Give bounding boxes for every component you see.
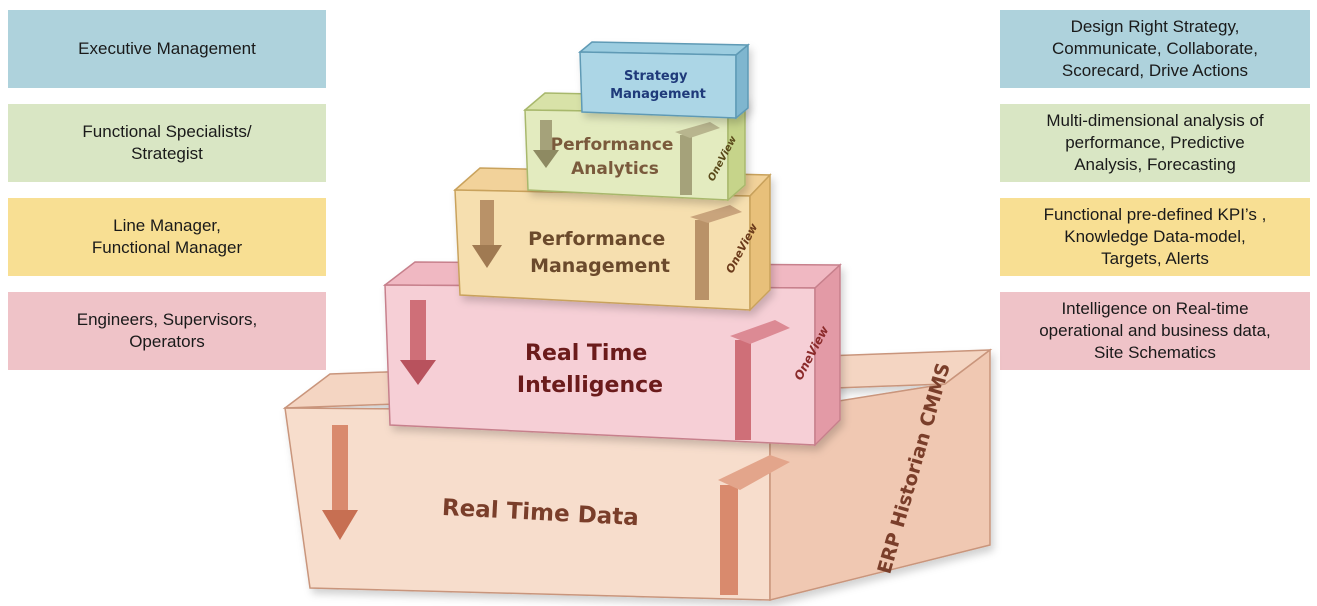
- capability-box-intelligence: Intelligence on Real-time operational an…: [1000, 292, 1310, 370]
- capability-label: Design Right Strategy, Communicate, Coll…: [1052, 17, 1258, 80]
- role-label: Engineers, Supervisors, Operators: [76, 310, 258, 351]
- down-arrow-icon: [322, 425, 358, 540]
- level-label-performance-management: Performance Management: [528, 228, 672, 277]
- pyramid-diagram: Real Time Data ERP Historian CMMS Real T…: [282, 41, 993, 601]
- capability-label: Functional pre-defined KPI’s , Knowledge…: [1043, 205, 1267, 268]
- role-box-specialists: Functional Specialists/ Strategist: [8, 104, 326, 182]
- role-label: Executive Management: [78, 39, 256, 58]
- down-arrow-icon: [400, 300, 436, 385]
- level-strategy-management: [577, 41, 751, 120]
- down-arrow-icon: [472, 200, 502, 268]
- level-label-real-time-intelligence: Real Time Intelligence: [517, 341, 663, 398]
- up-arrow-icon: [675, 122, 720, 195]
- capability-box-strategy: Design Right Strategy, Communicate, Coll…: [1000, 10, 1310, 88]
- up-arrow-icon: [718, 455, 790, 595]
- capability-label: Multi-dimensional analysis of performanc…: [1046, 111, 1264, 174]
- role-box-executive: Executive Management: [8, 10, 326, 88]
- capability-label: Intelligence on Real-time operational an…: [1039, 299, 1271, 362]
- up-arrow-icon: [730, 320, 790, 440]
- capability-box-performance: Functional pre-defined KPI’s , Knowledge…: [1000, 198, 1310, 276]
- level-label-performance-analytics: Performance Analytics: [551, 135, 680, 179]
- level-label-strategy-management: Strategy Management: [610, 69, 706, 102]
- capability-box-analytics: Multi-dimensional analysis of performanc…: [1000, 104, 1310, 182]
- down-arrow-icon: [533, 120, 559, 168]
- role-label: Functional Specialists/ Strategist: [82, 122, 252, 163]
- role-label: Line Manager, Functional Manager: [91, 216, 243, 257]
- up-arrow-icon: [690, 205, 742, 300]
- role-box-engineers: Engineers, Supervisors, Operators: [8, 292, 326, 370]
- role-box-line-manager: Line Manager, Functional Manager: [8, 198, 326, 276]
